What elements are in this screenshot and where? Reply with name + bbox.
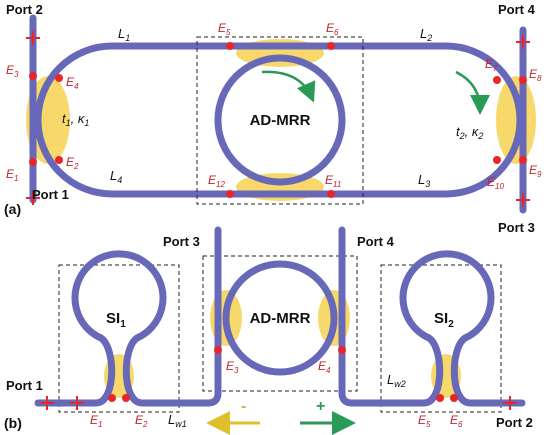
field-label-e10-a: E10 (487, 175, 504, 191)
si2-label: SI2 (434, 310, 454, 330)
si1-box (58, 264, 180, 413)
length-lw1: Lw1 (168, 412, 187, 429)
field-label-e7-a: E7 (485, 57, 498, 73)
coupler-left-params: t1, κ1 (62, 111, 89, 128)
length-l4: L4 (110, 168, 122, 185)
length-l3: L3 (418, 172, 430, 189)
field-label-e11-a: E11 (325, 173, 341, 189)
panel-a: Port 2 Port 1 Port 4 Port 3 (a) AD-MRR L… (4, 2, 542, 235)
port-4-label-b: Port 4 (357, 234, 395, 249)
ad-mrr-label-a: AD-MRR (250, 112, 311, 129)
field-label-e5-b: E5 (418, 413, 431, 429)
length-l2: L2 (420, 26, 432, 43)
ad-mrr-ring-b (222, 260, 338, 376)
port-markers-b (40, 396, 517, 410)
coupler-right-params: t2, κ2 (456, 124, 483, 141)
field-markers-b (108, 346, 458, 402)
port-3-label-a: Port 3 (498, 220, 535, 235)
port-2-label-a: Port 2 (6, 2, 43, 17)
port-1-label-a: Port 1 (32, 187, 69, 202)
panel-b-label: (b) (4, 415, 22, 431)
loop-waveguide (34, 42, 524, 198)
field-label-e4-b: E4 (318, 359, 331, 375)
panel-a-label: (a) (4, 201, 21, 217)
field-label-e1-b: E1 (90, 413, 102, 429)
si1-label: SI1 (106, 310, 126, 330)
ad-mrr-label-b: AD-MRR (250, 310, 311, 327)
panel-b: - + (b) Port 3 Port 4 Port 1 Port 2 AD-M… (4, 226, 533, 435)
field-label-e6-a: E6 (326, 21, 339, 37)
loop-rotation-arrow (455, 70, 490, 115)
length-l1: L1 (118, 26, 130, 43)
ad-mrr-ring (214, 54, 346, 186)
direction-plus-label: + (316, 398, 325, 415)
field-label-e12-a: E12 (208, 173, 225, 189)
field-label-e2-b: E2 (135, 413, 148, 429)
field-label-e3-b: E3 (226, 359, 239, 375)
ad-mrr-box-b (202, 255, 358, 392)
field-label-e1-a: E1 (6, 167, 18, 183)
ad-mrr-box (196, 36, 364, 205)
port-2-label-b: Port 2 (496, 415, 533, 430)
field-label-e8-a: E8 (529, 67, 542, 83)
field-label-e9-a: E9 (529, 163, 542, 179)
direction-minus-label: - (241, 398, 246, 415)
field-label-e3-a: E3 (6, 63, 19, 79)
port-markers-a (26, 31, 530, 207)
ring-rotation-arrow (261, 70, 316, 103)
field-label-e5-a: E5 (218, 21, 231, 37)
port-1-label-b: Port 1 (6, 378, 43, 393)
port-3-label-b: Port 3 (163, 234, 200, 249)
field-label-e4-a: E4 (66, 75, 79, 91)
field-markers-a (29, 42, 527, 198)
si2-box (380, 264, 502, 413)
coupler-left-glow (26, 76, 70, 164)
bottom-bus-waveguide (34, 226, 526, 407)
length-lw2: Lw2 (387, 372, 406, 389)
port-4-label-a: Port 4 (498, 2, 536, 17)
field-label-e2-a: E2 (66, 155, 79, 171)
field-label-e6-b: E6 (450, 413, 463, 429)
